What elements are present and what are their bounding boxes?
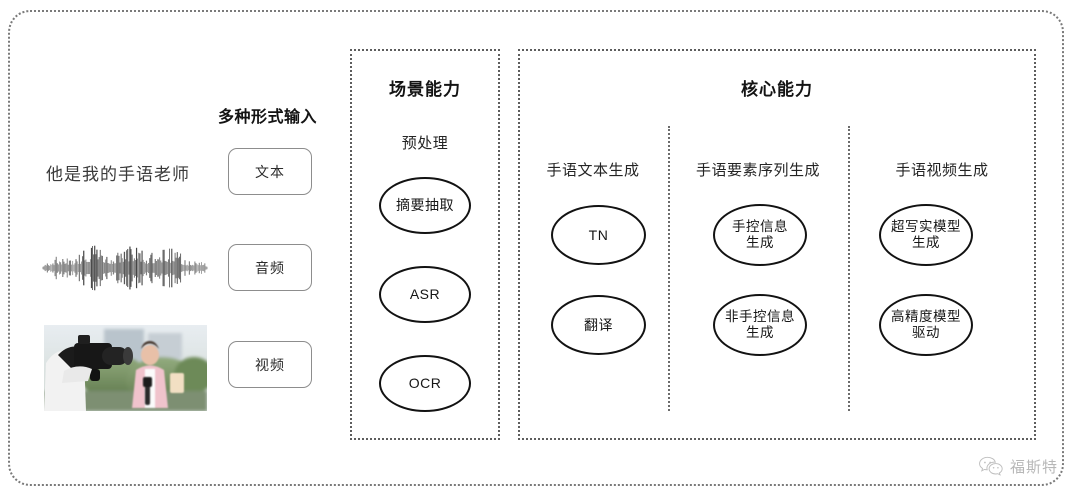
panel-scene-capability: 场景能力 <box>350 49 500 440</box>
group-label-sign-element-sequence: 手语要素序列生成 <box>695 162 820 179</box>
panel-core-capability: 核心能力 <box>518 49 1036 440</box>
node-non-manual-info-generation[interactable]: 非手控信息生成 <box>713 294 807 356</box>
audio-waveform-icon <box>42 240 208 296</box>
node-manual-info-generation[interactable]: 手控信息生成 <box>713 204 807 266</box>
node-translate[interactable]: 翻译 <box>551 295 646 355</box>
group-label-preprocess: 预处理 <box>401 135 449 152</box>
outer-frame <box>8 10 1064 486</box>
watermark-text: 福斯特 <box>1009 458 1058 476</box>
wechat-icon <box>979 456 1003 476</box>
group-label-sign-video-generation: 手语视频生成 <box>895 162 989 179</box>
panel-core-capability-title: 核心能力 <box>741 80 813 99</box>
group-label-sign-text-generation: 手语文本生成 <box>546 162 640 179</box>
watermark: 福斯特 <box>978 455 1058 477</box>
sample-text: 他是我的手语老师 <box>46 165 190 184</box>
video-thumbnail-icon <box>44 325 207 411</box>
node-tn[interactable]: TN <box>551 205 646 265</box>
core-divider-1 <box>668 126 670 411</box>
core-divider-2 <box>848 126 850 411</box>
node-high-precision-model-driving[interactable]: 高精度模型驱动 <box>879 294 973 356</box>
input-mode-audio-button[interactable]: 音频 <box>228 244 312 291</box>
panel-scene-capability-title: 场景能力 <box>389 80 461 99</box>
input-section-heading: 多种形式输入 <box>218 109 318 126</box>
node-ocr[interactable]: OCR <box>379 355 471 412</box>
input-mode-text-button[interactable]: 文本 <box>228 148 312 195</box>
node-asr[interactable]: ASR <box>379 266 471 323</box>
input-mode-video-button[interactable]: 视频 <box>228 341 312 388</box>
node-summary-extraction[interactable]: 摘要抽取 <box>379 177 471 234</box>
node-photoreal-model-generation[interactable]: 超写实模型生成 <box>879 204 973 266</box>
